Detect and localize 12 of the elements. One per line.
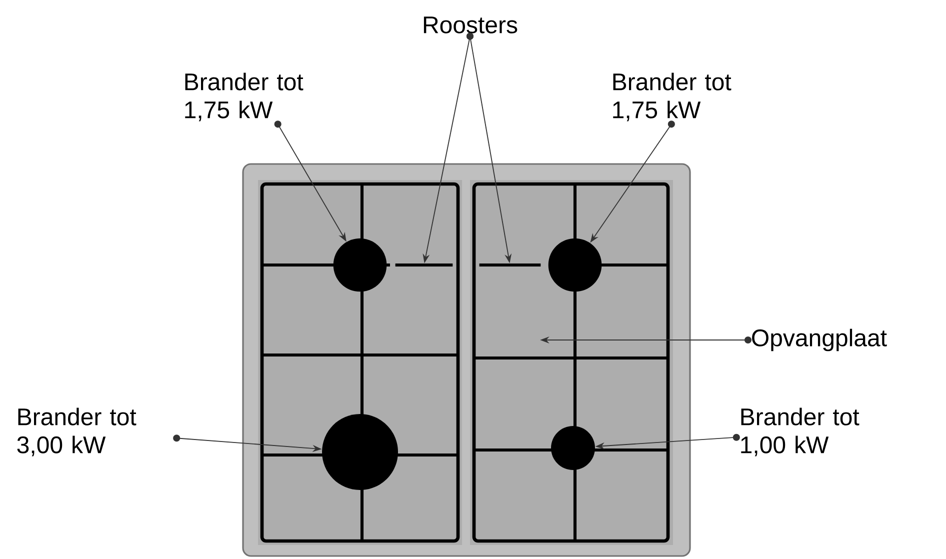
- callout-label: Brander tot 1,75 kW: [613, 72, 732, 122]
- callout-label: Opvangplaat: [752, 328, 887, 352]
- callout-label: Roosters: [424, 16, 518, 34]
- burner: [548, 238, 602, 292]
- burner: [551, 426, 595, 470]
- callout-label: Brander tot 3,00 kW: [17, 408, 136, 456]
- burner: [322, 414, 398, 490]
- grate-bar: [395, 264, 453, 266]
- callout-label: Brander tot 1,75 kW: [185, 72, 304, 122]
- callout-label: Brander tot 1,00 kW: [741, 408, 860, 456]
- burner: [333, 238, 387, 292]
- grate-bar: [479, 264, 541, 266]
